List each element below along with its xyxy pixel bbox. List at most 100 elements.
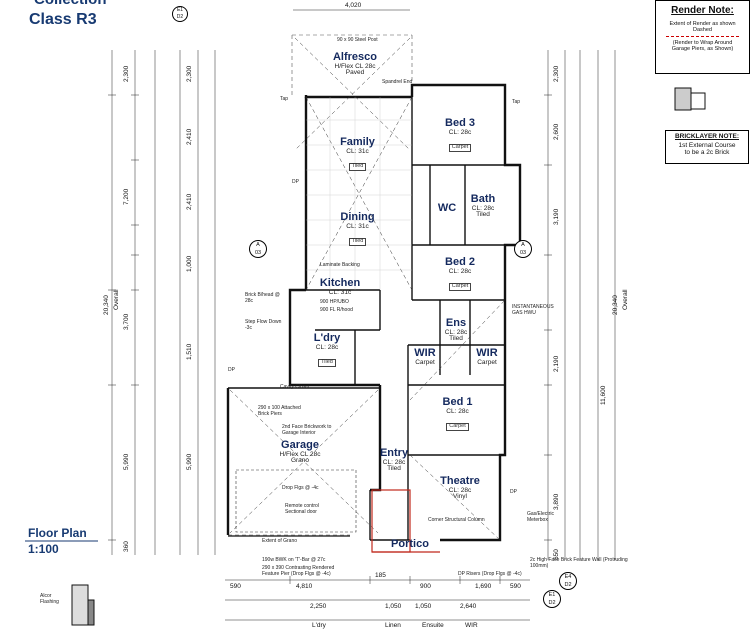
- note-pier: 290 x 390 Contrasting Rendered Feature P…: [262, 565, 335, 577]
- note-brick-bhead: Brick B/head @ 28c: [245, 292, 280, 304]
- note-dp-2: DP: [228, 367, 235, 373]
- dim-left-4: 5,990: [123, 453, 130, 470]
- bricklayer-note-title: BRICKLAYER NOTE:: [674, 133, 740, 140]
- note-step-flow: Step Flow Down -3c: [245, 319, 282, 331]
- dimension-lines: [108, 9, 616, 621]
- room-ens-ceiling: CL: 28c: [444, 328, 468, 336]
- room-portico: Portico: [380, 538, 440, 551]
- room-bed2-ceiling: CL: 28c: [448, 267, 472, 275]
- note-dp-risers: DP Risers (Drop Flgs @ -4c): [458, 571, 522, 577]
- dim-bottom-row2-4: 2,640: [460, 603, 477, 610]
- dim-bottom-5: 1,690: [475, 583, 492, 590]
- dim-bottom-6: 590: [510, 583, 521, 590]
- room-bath-ceiling: CL: 28c: [471, 204, 495, 212]
- dim-left-1: 2,300: [123, 65, 130, 82]
- dim-right-1: 2,300: [553, 65, 560, 82]
- room-dining-floor: Tiled: [348, 238, 367, 247]
- room-kitchen-name: Kitchen: [319, 277, 361, 289]
- render-note-line4: Garage Piers, as Shown): [671, 46, 734, 52]
- room-wir-1: WIR Carpet: [410, 347, 440, 366]
- dim-bottom-label-3: Ensuite: [422, 622, 444, 629]
- dim-right-3: 3,190: [553, 208, 560, 225]
- dim-right-overall: 20,340: [612, 295, 619, 315]
- dim-bottom-4: 900: [420, 583, 431, 590]
- room-kitchen: Kitchen CL: 31c: [310, 277, 370, 296]
- dim-left2-4: 1,000: [186, 255, 193, 272]
- room-dining: Dining CL: 31c Tiled: [325, 211, 390, 247]
- note-face-brickwork: 2nd Face Brickwork to Garage Interior: [282, 424, 332, 436]
- room-ldry-ceiling: CL: 28c: [315, 343, 339, 351]
- room-family-ceiling: CL: 31c: [346, 147, 369, 155]
- room-theatre-name: Theatre: [440, 475, 480, 487]
- room-bath-floor: Tiled: [476, 211, 490, 219]
- room-bed2-name: Bed 2: [445, 256, 475, 268]
- room-entry-ceiling: CL: 28c: [382, 458, 406, 466]
- internal-walls: [228, 97, 505, 541]
- room-theatre-ceiling: CL: 28c: [448, 486, 472, 494]
- roof-lines: [229, 37, 506, 541]
- floor-plan-label: Floor Plan: [28, 526, 87, 540]
- dim-left-3: 3,700: [123, 313, 130, 330]
- room-entry-name: Entry: [379, 447, 409, 459]
- room-alfresco-detail1: H/Flex CL 28c: [334, 62, 376, 70]
- room-alfresco-name: Alfresco: [332, 51, 378, 63]
- note-hp-ubo: 900 HP/UBO: [320, 299, 349, 305]
- dim-left-overall-label: Overall: [113, 289, 120, 310]
- dim-left2-1: 2,300: [186, 65, 193, 82]
- room-garage: Garage H/Flex CL 28c Grano: [265, 439, 335, 465]
- room-entry: Entry CL: 28c Tiled: [378, 447, 410, 473]
- floor-plan-scale: 1:100: [28, 542, 59, 556]
- room-bed3-ceiling: CL: 28c: [448, 128, 472, 136]
- dim-right-2: 2,600: [553, 123, 560, 140]
- dim-bottom-label-4: WIR: [465, 622, 478, 629]
- note-cavity-closer: Cavity Closer: [280, 384, 310, 390]
- room-alfresco-detail2: Paved: [345, 69, 365, 77]
- dim-left-2: 7,200: [123, 188, 130, 205]
- room-wir-2: WIR Carpet: [472, 347, 502, 366]
- note-feature-wall: 2c High Face Brick Feature Wall (Protrud…: [530, 557, 628, 569]
- dim-bottom-1: 590: [230, 583, 241, 590]
- dim-bottom-row2-2: 1,050: [385, 603, 402, 610]
- room-ens: Ens CL: 28c Tiled: [440, 317, 472, 343]
- room-dining-name: Dining: [340, 211, 375, 223]
- note-laminate-backing: Laminate Backing: [320, 262, 360, 268]
- room-bed1-floor: Carpet: [446, 423, 469, 432]
- dim-left2-5: 1,510: [186, 343, 193, 360]
- room-garage-name: Garage: [281, 439, 319, 451]
- room-wir-2-floor: Carpet: [477, 358, 497, 366]
- note-drop-flgs: Drop Flgs @ -4c: [282, 485, 319, 491]
- render-note-line2: Dashed: [693, 27, 712, 33]
- bricklayer-note-line1: 1st External Course: [678, 142, 736, 149]
- note-tap-2: Tap: [512, 99, 521, 105]
- portico-feature-lines: [371, 489, 440, 553]
- room-bed2-floor: Carpet: [448, 283, 472, 292]
- alcor-flashing-detail: [71, 584, 95, 626]
- dim-left2-6: 5,990: [186, 453, 193, 470]
- note-rhood: 900 FL R/hood: [320, 307, 353, 313]
- room-ens-name: Ens: [445, 317, 467, 329]
- render-note-title: Render Note:: [671, 5, 734, 16]
- dim-bottom-label-1: L'dry: [312, 622, 326, 629]
- note-steel-post: 90 x 90 Steel Post: [337, 37, 378, 43]
- note-instant-gas: INSTANTANEOUS GAS HWU: [512, 304, 554, 316]
- tile-hatch: [306, 97, 412, 290]
- dim-right-4: 2,190: [553, 355, 560, 372]
- note-dp-3: DP: [510, 489, 517, 495]
- room-bed3: Bed 3 CL: 28c Carpet: [435, 117, 485, 153]
- room-bed2: Bed 2 CL: 28c Carpet: [435, 256, 485, 292]
- render-note-box: Render Note: Extent of Render as shown D…: [655, 0, 750, 74]
- render-note-line1: Extent of Render as shown: [669, 21, 736, 27]
- room-garage-detail2: Grano: [290, 457, 310, 465]
- note-gas-meter: Gas/Electric Meterbox: [527, 511, 554, 523]
- room-bed1-ceiling: CL: 28c: [446, 407, 469, 415]
- room-portico-name: Portico: [391, 538, 429, 550]
- dim-right-overall-label: Overall: [622, 289, 629, 310]
- note-bwk: 190w BWK on 'T'-Bar @ 27c: [262, 557, 326, 563]
- room-dining-ceiling: CL: 31c: [346, 222, 369, 230]
- room-bed1-name: Bed 1: [442, 396, 473, 408]
- dim-left2-2: 2,410: [186, 128, 193, 145]
